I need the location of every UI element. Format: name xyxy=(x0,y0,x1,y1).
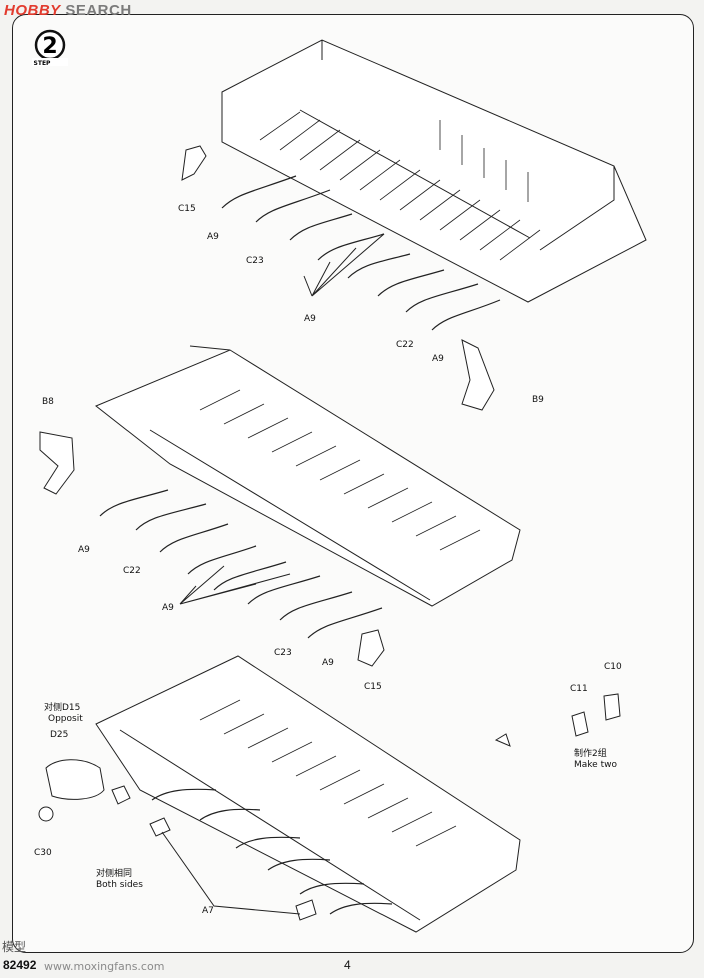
label-c30: C30 xyxy=(34,848,52,858)
suspension-arms-upper xyxy=(221,175,501,331)
label-c23-mid: C23 xyxy=(274,648,292,658)
label-b8: B8 xyxy=(42,397,54,407)
label-opposite-cn: 对侧D15 xyxy=(44,703,81,713)
part-b8 xyxy=(39,431,75,495)
label-both-sides-cn: 对侧相同 xyxy=(96,869,133,879)
label-c15-top: C15 xyxy=(178,204,196,214)
label-c22-mid: C22 xyxy=(123,566,141,576)
upper-hull xyxy=(181,39,647,411)
label-both-sides-en: Both sides xyxy=(96,880,143,890)
part-d25 xyxy=(45,759,105,800)
catalog-number: 82492 xyxy=(3,958,37,972)
label-a9-top-left: A9 xyxy=(207,232,219,242)
hobbysearch-logo: HOBBY SEARCH xyxy=(4,2,132,19)
label-a9-mid: A9 xyxy=(162,603,174,613)
lower-hull xyxy=(38,655,521,933)
label-a9-top-right: A9 xyxy=(432,354,444,364)
part-a7-lower xyxy=(295,899,317,921)
part-a7-upper xyxy=(149,817,171,837)
part-c30 xyxy=(38,806,54,822)
label-a9-mid-right: A9 xyxy=(322,658,334,668)
suspension-arms-lower xyxy=(151,788,393,915)
label-c15-mid: C15 xyxy=(364,682,382,692)
part-c15-mid xyxy=(357,629,385,667)
label-a9-mid-left: A9 xyxy=(78,545,90,555)
page-number: 4 xyxy=(344,958,351,972)
label-c22-top: C22 xyxy=(396,340,414,350)
suspension-arms-middle xyxy=(99,489,383,639)
watermark-url: www.moxingfans.com xyxy=(44,960,165,973)
step-badge: 2 STEP xyxy=(28,28,72,68)
label-a7: A7 xyxy=(202,906,214,916)
label-opposite-en: Opposit xyxy=(48,714,83,724)
parts-c10-c11 xyxy=(494,693,621,747)
label-b9: B9 xyxy=(532,395,544,405)
step-number: 2 xyxy=(42,34,57,59)
label-make-two-cn: 制作2组 xyxy=(574,749,607,759)
watermark: 模型 xyxy=(2,940,27,954)
label-c23-top: C23 xyxy=(246,256,264,266)
label-make-two-en: Make two xyxy=(574,760,617,770)
part-c15-top xyxy=(181,145,207,181)
middle-hull xyxy=(39,345,521,667)
step-label: STEP xyxy=(34,60,52,67)
label-c10: C10 xyxy=(604,662,622,672)
label-d25: D25 xyxy=(50,730,69,740)
part-b9 xyxy=(461,339,495,411)
label-a9-top-mid: A9 xyxy=(304,314,316,324)
label-c11: C11 xyxy=(570,684,588,694)
